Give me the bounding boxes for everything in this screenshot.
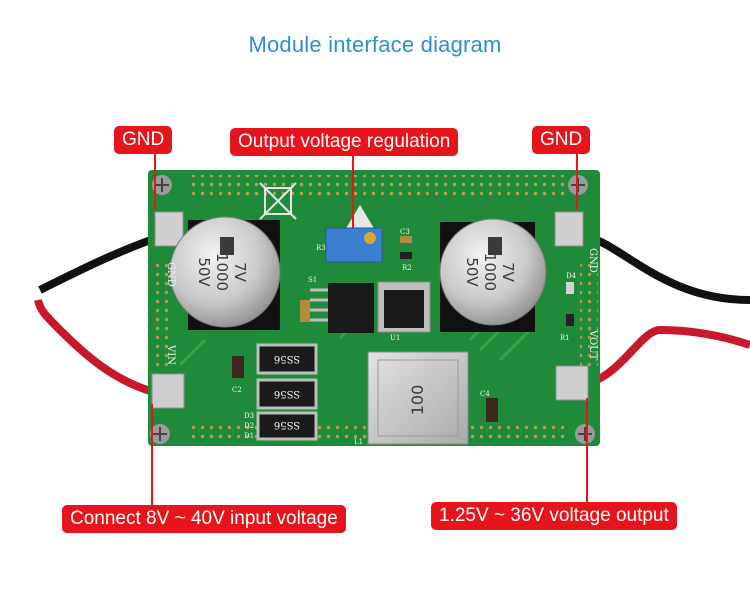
leader-gnd-left [154,154,156,210]
silk-d3: D3 [244,412,254,420]
label-input-voltage: Connect 8V ~ 40V input voltage [62,505,346,533]
terminal-vout [555,365,589,401]
inductor-code: 100 [408,385,427,416]
svg-text:SS56: SS56 [274,419,300,430]
cap-left-text-1: 7V [231,262,249,283]
silk-l1: L1 [354,438,363,446]
leader-input [151,404,153,506]
svg-text:SS56: SS56 [274,388,300,399]
cap-right-text-3: 50V [463,257,481,287]
leader-output [586,398,588,502]
silk-c2: C2 [232,386,242,394]
silk-r2: R2 [402,264,412,272]
regulator-transistor [377,281,431,333]
wire-gnd-left [38,231,167,294]
controller-ic [310,283,374,333]
silk-vout: VOUT [587,329,598,361]
label-gnd-right: GND [532,126,591,154]
cap-right-text-1: 7V [499,262,517,283]
leader-gnd-right [576,154,578,210]
silk-s1: S1 [308,276,317,284]
capacitor-left: 7V 1000 50V [169,216,281,330]
silk-r3: R3 [316,244,326,252]
cap-left-text-2: 1000 [213,253,231,291]
screw-bottom-right [575,424,595,444]
cap-left-text-3: 50V [195,257,213,287]
potentiometer [325,227,383,263]
silk-gnd-left: GND [165,262,176,287]
diode-3: SS56 [256,411,318,441]
silk-u1: U1 [390,334,400,342]
silk-c3: C3 [400,228,410,236]
svg-text:SS56: SS56 [274,353,300,364]
screw-bottom-left [150,424,170,444]
cap-right-text-2: 1000 [481,253,499,291]
silk-gnd-right: GND [587,248,598,273]
label-gnd-left: GND [114,126,173,154]
diode-2: SS56 [256,378,318,410]
page-title: Module interface diagram [248,32,502,57]
diode-1: SS56 [256,343,318,375]
wire-vin [34,299,166,399]
silk-d4: D4 [566,272,577,280]
label-output-voltage: 1.25V ~ 36V voltage output [431,502,677,530]
label-output-voltage-regulation: Output voltage regulation [230,128,459,156]
screw-top-right [568,175,588,195]
silk-r1: R1 [560,334,570,342]
terminal-vin [151,373,185,409]
wire-vout [579,325,750,389]
terminal-gnd-right [554,211,584,247]
wire-gnd-right [579,231,750,304]
silk-c4: C4 [480,390,490,398]
silk-vin: VIN [165,344,176,365]
capacitor-right: 7V 1000 50V [439,218,547,332]
terminal-gnd-left [154,211,184,247]
leader-regulation [352,154,354,228]
silk-d1: D1 [244,432,254,440]
screw-top-left [152,175,172,195]
inductor: 100 [367,351,469,445]
silk-d2: D2 [244,422,254,430]
weee-icon [259,182,297,220]
